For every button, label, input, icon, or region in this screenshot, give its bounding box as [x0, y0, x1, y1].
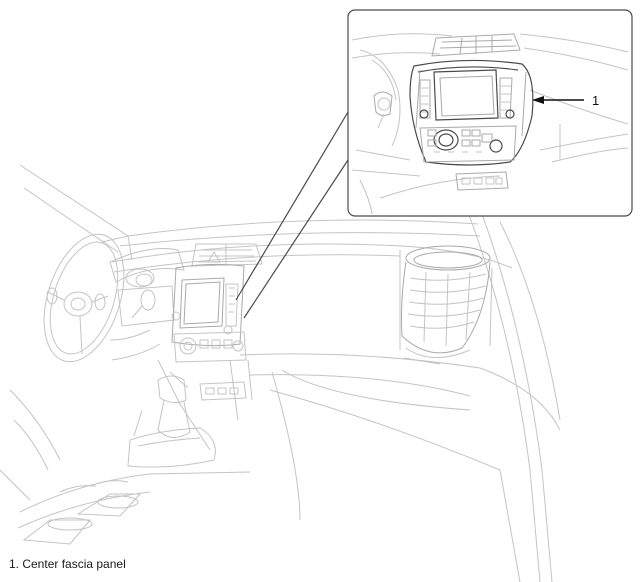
legend: 1. Center fascia panel	[9, 557, 126, 571]
display-screen	[433, 69, 499, 121]
center-fascia-panel	[409, 59, 534, 166]
legend-item-1: 1. Center fascia panel	[9, 557, 126, 571]
callout-number-1: 1	[592, 93, 599, 108]
dashboard-overview	[0, 164, 561, 582]
zoom-leader-lines	[235, 111, 349, 319]
detail-inset	[347, 9, 633, 217]
callout-arrow-head	[532, 96, 544, 104]
inset-frame	[347, 9, 633, 217]
